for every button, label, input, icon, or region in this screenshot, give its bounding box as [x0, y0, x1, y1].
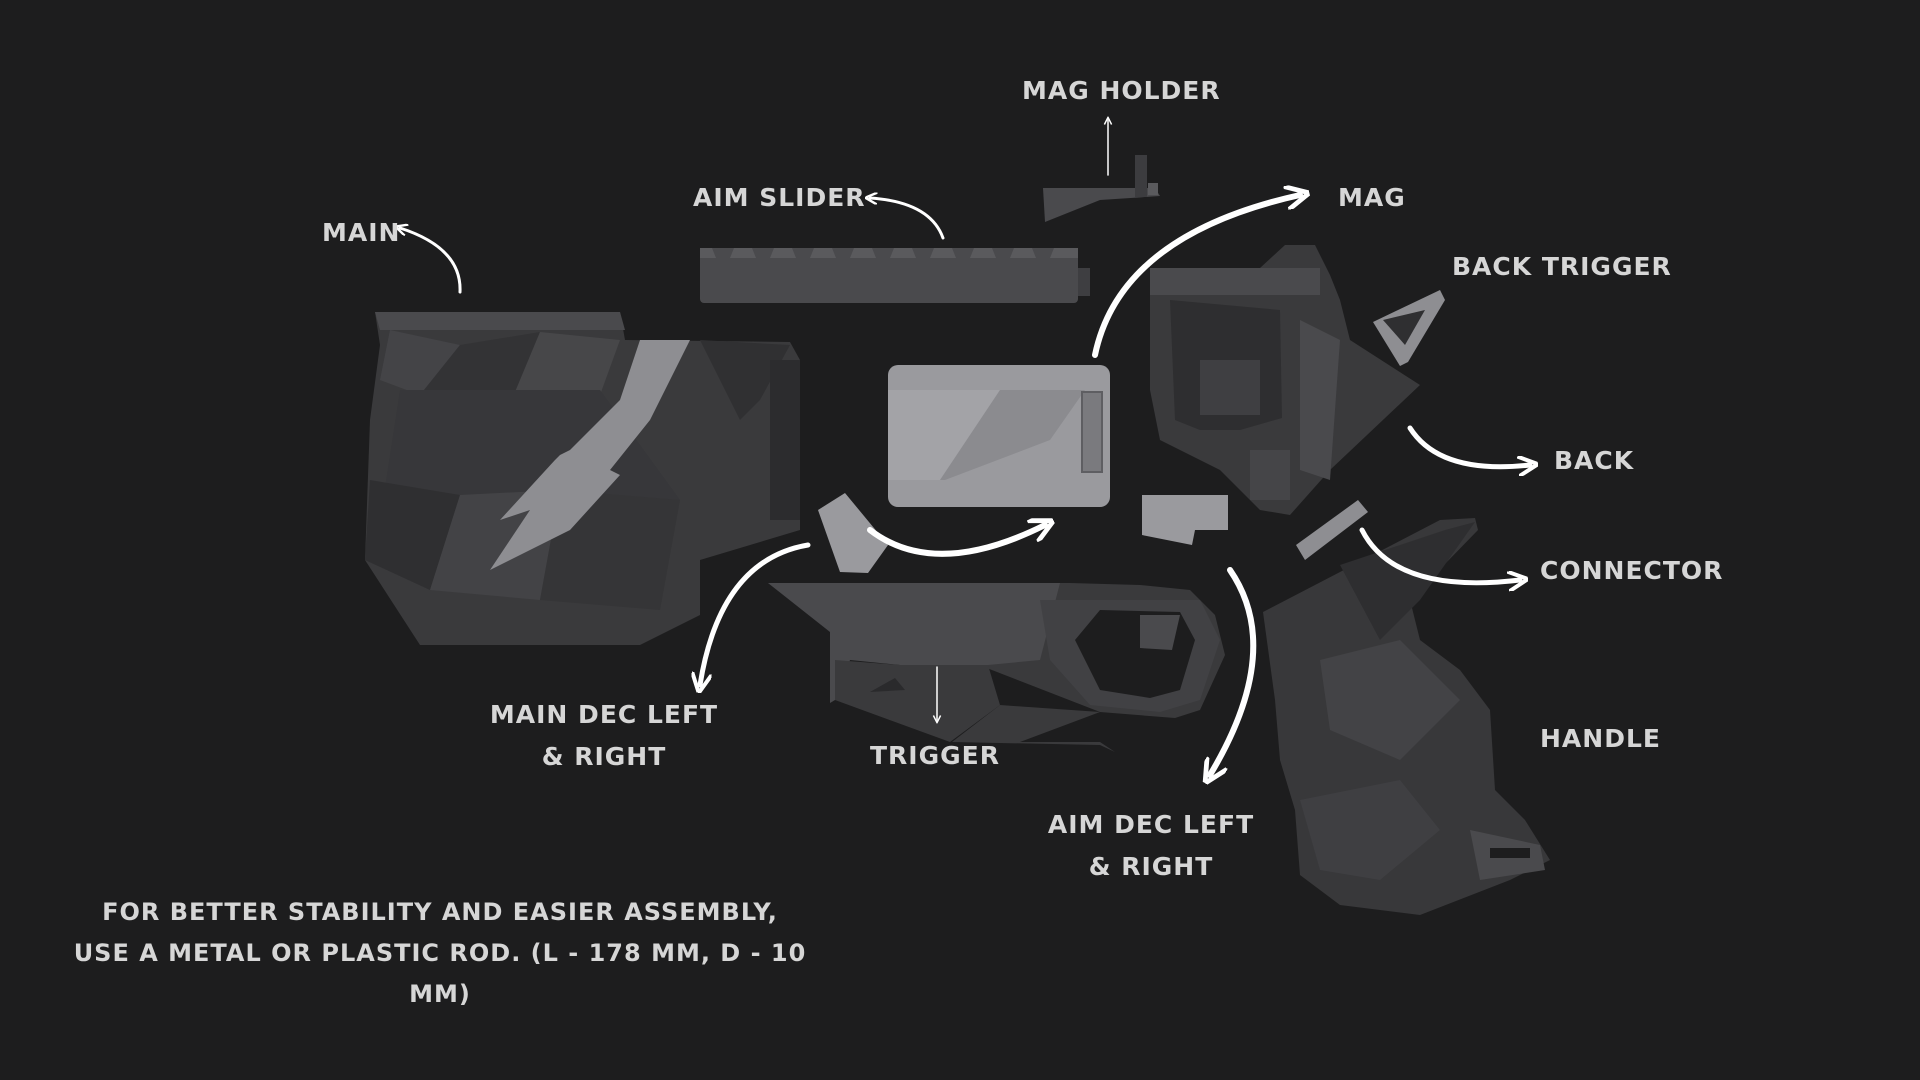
label-aim-dec: AIM DEC LEFT & RIGHT: [1048, 804, 1254, 888]
arrow-main: [400, 228, 462, 294]
label-connector: CONNECTOR: [1540, 556, 1724, 585]
arrow-aim-dec: [1210, 567, 1257, 775]
arrow-aim-slider: [870, 198, 945, 240]
mag-holder-part: [1043, 155, 1160, 222]
arrow-back: [1407, 425, 1530, 467]
label-back: BACK: [1554, 446, 1635, 475]
label-main-dec-line1: MAIN DEC LEFT: [489, 700, 719, 729]
aim-slider-part: [700, 248, 1090, 303]
label-handle: HANDLE: [1540, 724, 1661, 753]
label-main-dec: MAIN DEC LEFT & RIGHT: [490, 694, 718, 778]
label-mag: MAG: [1338, 183, 1406, 212]
mag-part: [888, 365, 1110, 507]
arrow-connector: [1359, 527, 1520, 583]
label-aim-slider: AIM SLIDER: [693, 183, 866, 212]
label-main: MAIN: [322, 218, 401, 247]
trigger-part: [768, 583, 1225, 752]
assembly-note-line2: USE A METAL OR PLASTIC ROD. (L - 178 MM,…: [73, 939, 807, 1008]
assembly-note-line1: FOR BETTER STABILITY AND EASIER ASSEMBLY…: [102, 898, 778, 926]
label-aim-dec-line1: AIM DEC LEFT: [1047, 810, 1255, 839]
arrow-main-dec: [700, 542, 811, 685]
main-dec-part: [490, 340, 690, 570]
arrows: [400, 120, 1530, 775]
main-part: [365, 312, 800, 645]
arrow-mag-in: [867, 525, 1045, 557]
assembly-note: FOR BETTER STABILITY AND EASIER ASSEMBLY…: [40, 892, 840, 1015]
handle-part: [1263, 518, 1550, 915]
back-part: [1150, 245, 1420, 515]
small-parts: [818, 493, 1368, 573]
label-trigger: TRIGGER: [870, 741, 1000, 770]
label-aim-dec-line2: & RIGHT: [1088, 852, 1214, 881]
label-back-trigger: BACK TRIGGER: [1452, 252, 1672, 281]
label-mag-holder: MAG HOLDER: [1022, 76, 1221, 105]
arrow-mag: [1092, 195, 1300, 358]
label-main-dec-line2: & RIGHT: [541, 742, 667, 771]
back-trigger-part: [1373, 290, 1445, 366]
